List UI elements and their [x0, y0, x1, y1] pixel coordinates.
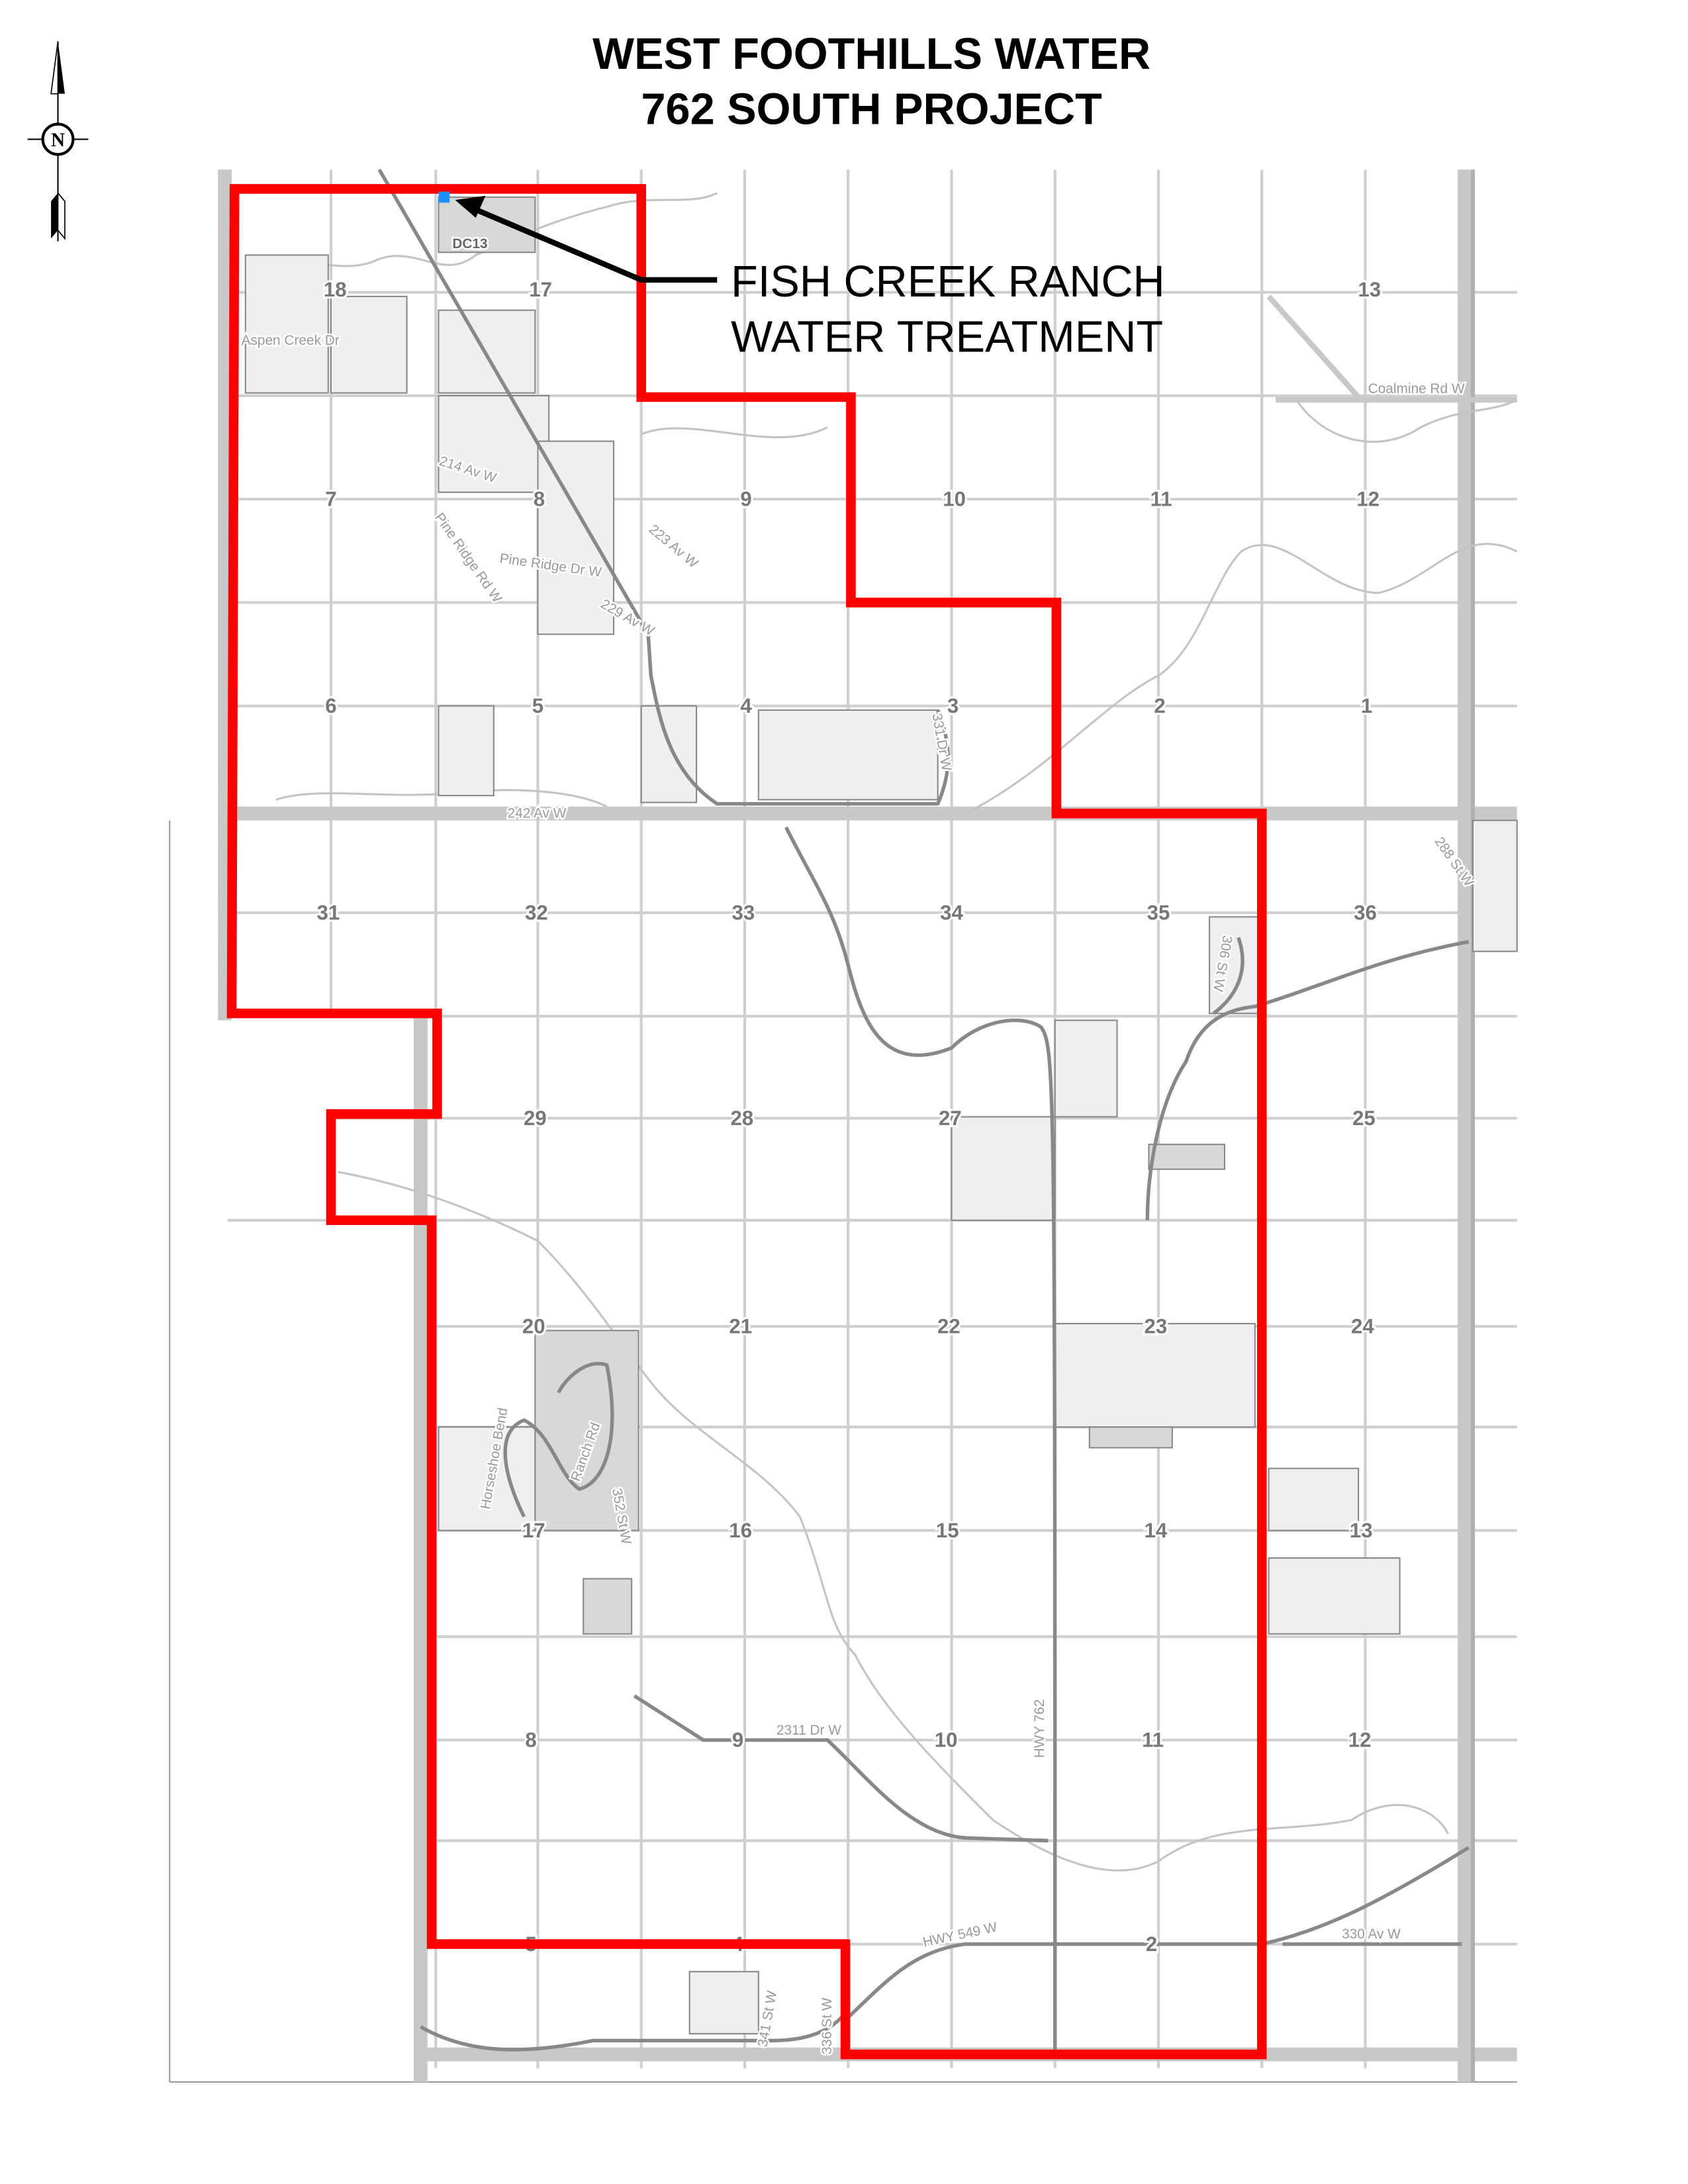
section-number: 15 — [936, 1519, 959, 1542]
section-number: 17 — [529, 278, 552, 301]
section-number: 1 — [1361, 694, 1372, 717]
parcels — [244, 196, 1518, 2034]
road-label-2311-dr: 2311 Dr W — [776, 1723, 841, 1738]
callout-line2: WATER TREATMENT — [731, 312, 1163, 361]
road-label-coalmine: Coalmine Rd W — [1368, 381, 1465, 396]
section-number: 14 — [1144, 1519, 1167, 1542]
section-number: 25 — [1352, 1107, 1376, 1130]
project-boundary — [226, 184, 1267, 2060]
section-number: 2 — [1146, 1933, 1157, 1956]
section-number: 10 — [943, 488, 966, 511]
water-treatment-marker — [438, 191, 450, 203]
section-number: 12 — [1348, 1729, 1372, 1752]
road-label-aspen-creek: Aspen Creek Dr — [242, 333, 340, 348]
section-number: 13 — [1358, 278, 1381, 301]
section-number: 2 — [1154, 694, 1165, 717]
road-label-hwy-762: HWY 762 — [1032, 1699, 1047, 1758]
section-number: 36 — [1354, 901, 1377, 925]
section-number: 13 — [1350, 1519, 1373, 1542]
section-number: 34 — [940, 901, 963, 925]
base-map: 1817137891011126543213132333435362928272… — [169, 168, 1518, 2083]
section-number: 23 — [1144, 1315, 1167, 1338]
road-label-242-av: 242 Av W — [508, 805, 567, 821]
callout-line1: FISH CREEK RANCH — [731, 257, 1165, 306]
section-number: 9 — [740, 488, 751, 511]
section-number: 12 — [1356, 488, 1380, 511]
section-number: 16 — [729, 1519, 752, 1542]
section-number: 28 — [730, 1107, 753, 1130]
section-number: 17 — [522, 1519, 545, 1542]
section-number: 27 — [939, 1107, 962, 1130]
section-number: 11 — [1150, 488, 1172, 511]
section-number: 9 — [732, 1729, 743, 1752]
section-number: 3 — [947, 694, 959, 717]
road-label-330-av: 330 Av W — [1342, 1927, 1401, 1942]
section-number: 22 — [937, 1315, 961, 1338]
north-label: N — [51, 130, 65, 151]
creeks — [245, 192, 1518, 1872]
north-arrow-icon: N — [27, 41, 89, 242]
section-number: 29 — [524, 1107, 547, 1130]
section-number: 21 — [729, 1315, 752, 1338]
road-label-336-st: 336 St W — [820, 1997, 835, 2054]
section-number: 8 — [525, 1729, 536, 1752]
callout-arrow-icon — [455, 195, 718, 283]
map-title-line1: WEST FOOTHILLS WATER — [592, 30, 1150, 79]
section-number: 31 — [316, 901, 340, 925]
section-number: 35 — [1147, 901, 1170, 925]
reservoir-label-dc13: DC13 — [452, 236, 487, 251]
section-number: 4 — [740, 694, 752, 717]
section-number: 10 — [935, 1729, 958, 1752]
section-number: 33 — [732, 901, 755, 925]
section-number: 5 — [532, 694, 543, 717]
section-number: 20 — [522, 1315, 545, 1338]
map-title-line2: 762 SOUTH PROJECT — [641, 85, 1102, 134]
section-number: 32 — [525, 901, 548, 925]
section-number: 6 — [325, 694, 336, 717]
section-number: 24 — [1351, 1315, 1374, 1338]
section-number: 8 — [534, 488, 545, 511]
section-number: 7 — [325, 488, 336, 511]
section-number: 11 — [1142, 1729, 1164, 1752]
section-number: 18 — [324, 278, 347, 301]
